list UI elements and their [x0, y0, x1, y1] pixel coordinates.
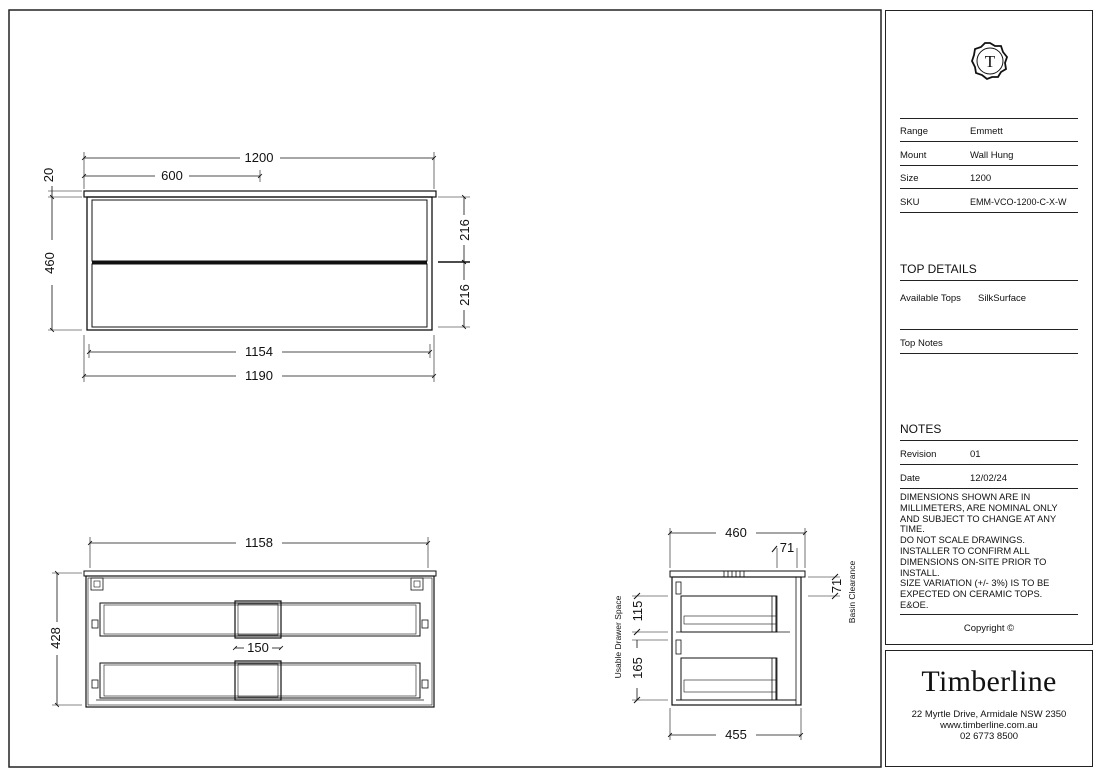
top-notes-label: Top Notes: [900, 338, 943, 349]
spec-value: EMM-VCO-1200-C-X-W: [970, 197, 1067, 207]
notes-heading: NOTES: [900, 422, 1078, 441]
company-block: Timberline 22 Myrtle Drive, Armidale NSW…: [885, 650, 1093, 767]
brand-logo-icon: T: [971, 42, 1009, 81]
dim-half-width: 600: [161, 168, 183, 183]
spec-table-top-rule: [900, 118, 1078, 119]
available-tops-label: Available Tops: [900, 293, 961, 304]
company-website: www.timberline.com.au: [940, 720, 1038, 731]
dim-drawer1-height: 216: [457, 219, 472, 241]
spec-value: 1200: [970, 173, 992, 184]
dim-body-width: 1190: [245, 368, 273, 383]
dim-body-height: 460: [42, 252, 57, 274]
spec-row-mount: Mount Wall Hung: [900, 143, 1078, 166]
top-notes-row: Top Notes: [900, 331, 1078, 354]
side-section: [632, 528, 840, 740]
date-label: Date: [900, 473, 921, 484]
lower-drawer-front: [91, 263, 428, 328]
revision-row: Revision 01: [900, 442, 1078, 465]
dim-side-depth-bottom: 455: [725, 727, 747, 742]
date-row: Date 12/02/24: [900, 466, 1078, 489]
spec-row-range: Range Emmett: [900, 119, 1078, 142]
dim-basin-offset-side: 71: [829, 579, 844, 593]
spec-row-sku: SKU EMM-VCO-1200-C-X-W: [900, 190, 1078, 213]
revision-value: 01: [970, 449, 981, 460]
vanity-top: [83, 190, 437, 198]
dim-drawer2-height: 216: [457, 284, 472, 306]
dim-section-width: 1158: [245, 535, 273, 550]
dim-gap-width: 150: [247, 640, 269, 655]
spec-key: Mount: [900, 150, 927, 161]
available-tops-row: Available Tops SilkSurface: [900, 288, 1078, 330]
basin-clearance-label: Basin Clearance: [847, 561, 857, 624]
dim-lower-drawer-space: 165: [630, 657, 645, 679]
section-view: [52, 537, 437, 708]
available-tops-value: SilkSurface: [978, 293, 1027, 304]
dim-inner-width: 1154: [245, 344, 273, 359]
title-block: T Range Emmett Mount Wall Hung Size 1200…: [885, 10, 1093, 645]
upper-drawer-front: [91, 199, 428, 262]
front-elevation: [48, 152, 470, 382]
spec-row-size: Size 1200: [900, 166, 1078, 189]
drawing-frame: [8, 9, 882, 768]
revision-label: Revision: [900, 449, 937, 460]
spec-value: Wall Hung: [970, 150, 1014, 161]
logo-letter: T: [985, 52, 996, 71]
spec-key: SKU: [900, 197, 920, 208]
dim-top-thickness: 20: [41, 168, 56, 182]
disclaimer-text: DIMENSIONS SHOWN ARE IN MILLIMETERS, ARE…: [900, 492, 1078, 615]
dim-basin-offset-top: 71: [780, 540, 794, 555]
company-name: Timberline: [921, 665, 1057, 698]
company-phone: 02 6773 8500: [959, 731, 1019, 742]
drawer-space-label: Usable Drawer Space: [613, 595, 623, 678]
spec-value: Emmett: [970, 126, 1003, 137]
spec-key: Size: [900, 173, 919, 184]
dim-side-depth-top: 460: [725, 525, 747, 540]
dim-upper-drawer-space: 115: [630, 601, 645, 622]
copyright-text: Copyright ©: [963, 623, 1015, 634]
dim-overall-width: 1200: [245, 150, 274, 165]
company-address: 22 Myrtle Drive, Armidale NSW 2350: [911, 709, 1067, 720]
spec-key: Range: [900, 126, 928, 137]
vanity-body: [86, 196, 433, 331]
top-details-heading: TOP DETAILS: [900, 262, 1078, 281]
date-value: 12/02/24: [970, 473, 1007, 484]
dim-section-height: 428: [48, 627, 63, 649]
